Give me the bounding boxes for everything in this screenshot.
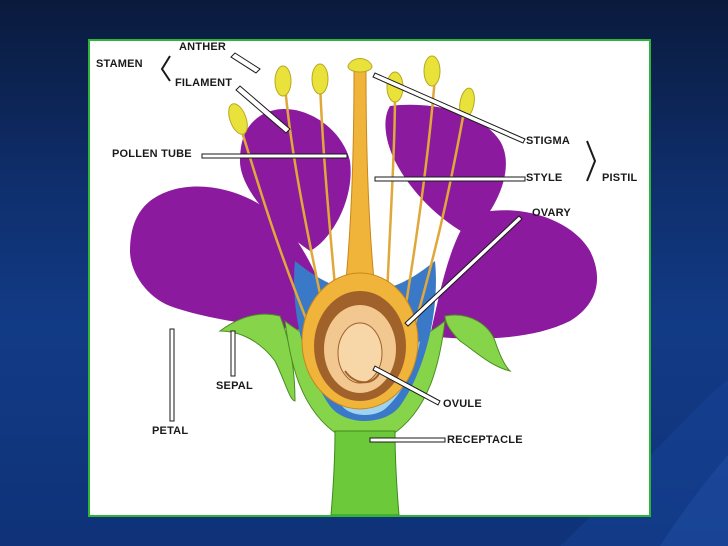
anthers bbox=[228, 55, 475, 135]
label-anther: ANTHER bbox=[179, 41, 227, 53]
label-ovule: OVULE bbox=[443, 398, 482, 410]
flower-diagram bbox=[130, 52, 598, 515]
label-ovary: OVARY bbox=[532, 207, 571, 219]
ovule bbox=[337, 322, 383, 384]
label-stigma: STIGMA bbox=[526, 135, 570, 147]
stigma bbox=[347, 58, 373, 73]
label-pollen-tube: POLLEN TUBE bbox=[112, 148, 192, 160]
petal-left-big bbox=[130, 186, 330, 331]
diagram-panel: STAMEN ANTHER FILAMENT POLLEN TUBE STIGM… bbox=[88, 39, 651, 517]
label-style: STYLE bbox=[526, 172, 563, 184]
sepal-left bbox=[218, 313, 296, 402]
label-pistil: PISTIL bbox=[602, 172, 638, 184]
label-petal: PETAL bbox=[152, 425, 189, 437]
pointer-lines bbox=[160, 52, 597, 443]
label-sepal: SEPAL bbox=[216, 380, 253, 392]
petal-right-top bbox=[385, 104, 506, 236]
label-stamen: STAMEN bbox=[96, 58, 143, 70]
sepal-right bbox=[444, 314, 512, 372]
label-filament: FILAMENT bbox=[175, 77, 233, 89]
label-receptacle: RECEPTACLE bbox=[447, 434, 523, 446]
stem bbox=[330, 430, 400, 515]
petal-right-big bbox=[430, 210, 598, 339]
